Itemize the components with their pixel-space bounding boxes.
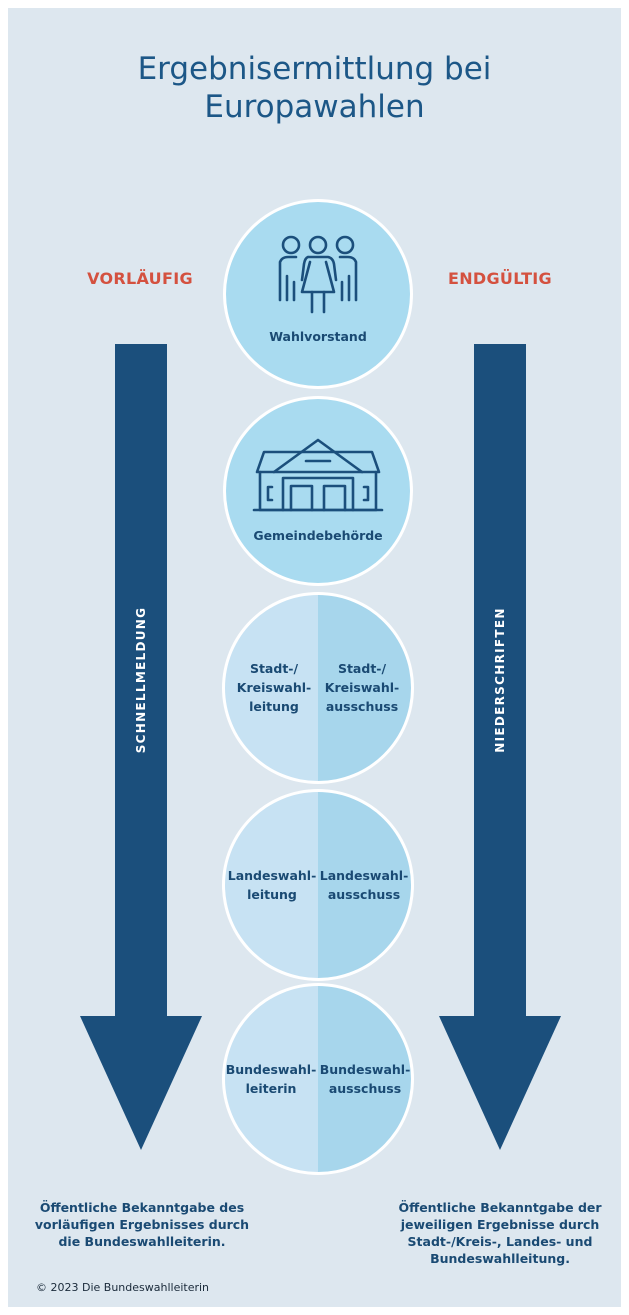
label-wahlvorstand: Wahlvorstand — [269, 329, 367, 344]
right-arrow — [439, 344, 561, 1150]
label-land-ausschuss: Landeswahl- ausschuss — [319, 868, 409, 902]
title-line-1: Ergebnisermittlung bei — [137, 51, 492, 87]
people-icon — [278, 235, 358, 314]
circle-gemeindebehoerde — [223, 396, 413, 586]
right-arrow-label: NIEDERSCHRIFTEN — [493, 607, 507, 753]
building-icon — [252, 438, 384, 512]
label-gemeindebehoerde: Gemeindebehörde — [253, 528, 383, 543]
circle-wahlvorstand — [223, 199, 413, 389]
right-heading: ENDGÜLTIG — [448, 269, 552, 288]
label-bund-leiterin: Bundeswahl- leiterin — [225, 1062, 317, 1096]
copyright: © 2023 Die Bundeswahlleiterin — [36, 1281, 210, 1294]
footer-left-text: Öffentliche Bekanntgabe des vorläufigen … — [34, 1200, 250, 1249]
left-heading: VORLÄUFIG — [87, 269, 193, 288]
footer-right-text: Öffentliche Bekanntgabe der jeweiligen E… — [398, 1200, 602, 1266]
label-land-leitung: Landeswahl- leitung — [227, 868, 317, 902]
label-kreis-ausschuss: Stadt-/ Kreiswahl- ausschuss — [324, 661, 400, 714]
page-title: Ergebnisermittlung bei Europawahlen — [0, 50, 629, 126]
circle-bund — [222, 983, 414, 1175]
title-line-2: Europawahlen — [204, 89, 425, 125]
label-kreis-leitung: Stadt-/ Kreiswahl- leitung — [236, 661, 312, 714]
left-arrow — [80, 344, 202, 1150]
circle-land — [222, 789, 414, 981]
label-bund-ausschuss: Bundeswahl- ausschuss — [319, 1062, 411, 1096]
left-arrow-label: SCHNELLMELDUNG — [134, 606, 148, 754]
